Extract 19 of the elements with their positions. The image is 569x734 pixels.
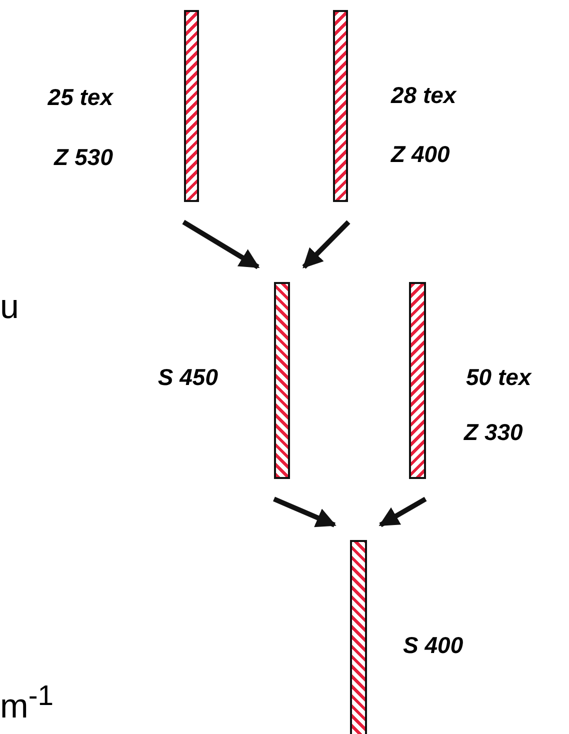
yarn-label: S 400 bbox=[403, 634, 464, 657]
yarn-label: S 450 bbox=[158, 366, 218, 389]
text-fragment: u bbox=[0, 290, 19, 324]
yarn-label: Z 400 bbox=[391, 143, 450, 166]
text-fragment: m$^{-1}$ bbox=[0, 682, 54, 724]
arrow bbox=[273, 496, 336, 528]
yarn-bar bbox=[333, 10, 348, 202]
yarn-label: Z 530 bbox=[54, 146, 113, 169]
yarn-bar bbox=[409, 282, 426, 479]
yarn-label: 28 tex bbox=[391, 84, 456, 107]
arrow bbox=[378, 496, 427, 528]
yarn-label: 25 tex bbox=[48, 86, 113, 109]
arrow bbox=[182, 220, 260, 270]
yarn-bar bbox=[350, 540, 367, 734]
yarn-bar bbox=[184, 10, 199, 202]
yarn-label: Z 330 bbox=[464, 421, 523, 444]
yarn-label: 50 tex bbox=[466, 366, 532, 389]
arrow bbox=[302, 220, 350, 269]
yarn-bar bbox=[274, 282, 290, 479]
